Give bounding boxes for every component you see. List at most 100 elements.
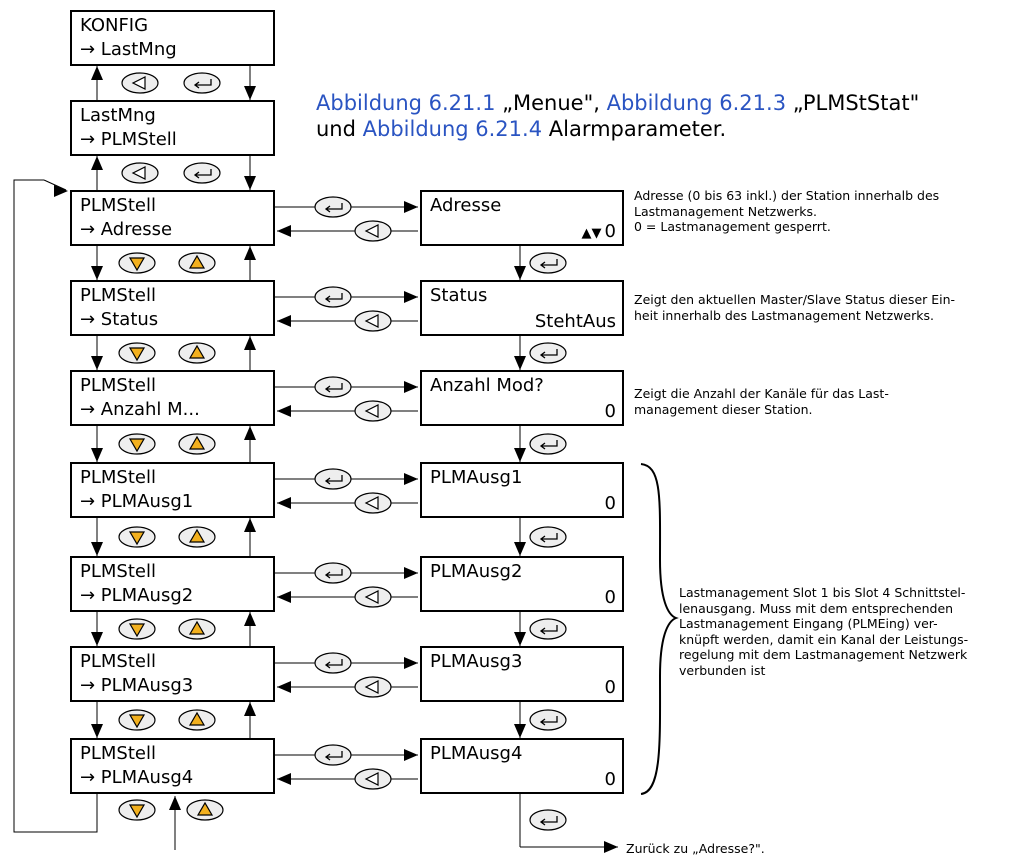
arrowhead-icon bbox=[404, 201, 418, 213]
box-title: PLMStell bbox=[80, 467, 156, 488]
figure-link-4[interactable]: Abbildung 6.21.4 bbox=[362, 117, 543, 141]
param-value: 0 bbox=[604, 587, 616, 608]
arrowhead-icon bbox=[244, 702, 256, 716]
down-key-icon bbox=[118, 342, 156, 364]
box-title: PLMStell bbox=[80, 195, 156, 216]
box-title: PLMStell bbox=[80, 285, 156, 306]
up-key-icon bbox=[178, 526, 216, 548]
arrowhead-icon bbox=[514, 542, 526, 556]
arrowhead-icon bbox=[91, 356, 103, 370]
enter-key-icon bbox=[314, 468, 352, 490]
note-anzahl: Zeigt die Anzahl der Kanäle für das Last… bbox=[634, 386, 889, 417]
arrowhead-icon bbox=[91, 542, 103, 556]
arrowhead-icon bbox=[91, 632, 103, 646]
connector-line bbox=[13, 179, 98, 833]
enter-key-icon bbox=[314, 744, 352, 766]
note-return: Zurück zu „Adresse?". bbox=[626, 841, 765, 856]
box-title: PLMStell bbox=[80, 561, 156, 582]
enter-key-icon bbox=[314, 286, 352, 308]
down-key-icon bbox=[118, 709, 156, 731]
arrowhead-icon bbox=[277, 591, 291, 603]
up-key-icon bbox=[186, 799, 224, 821]
menu-box-plmausg4: PLMStell → PLMAusg4 bbox=[70, 738, 275, 794]
back-key-icon bbox=[354, 676, 392, 698]
arrowhead-icon bbox=[244, 612, 256, 626]
up-key-icon bbox=[178, 342, 216, 364]
arrowhead-icon bbox=[91, 66, 103, 80]
back-key-icon bbox=[121, 72, 159, 94]
param-box-plmausg1: PLMAusg1 0 bbox=[420, 462, 624, 518]
arrowhead-icon bbox=[404, 749, 418, 761]
down-key-icon bbox=[118, 799, 156, 821]
enter-key-icon bbox=[183, 72, 221, 94]
param-box-plmausg3: PLMAusg3 0 bbox=[420, 646, 624, 702]
enter-key-icon bbox=[314, 376, 352, 398]
box-title: PLMStell bbox=[80, 651, 156, 672]
arrowhead-icon bbox=[277, 773, 291, 785]
arrowhead-icon bbox=[91, 724, 103, 738]
box-title: PLMStell bbox=[80, 743, 156, 764]
down-key-icon bbox=[118, 618, 156, 640]
back-key-icon bbox=[354, 310, 392, 332]
param-box-adresse: Adresse ▲▼0 bbox=[420, 190, 624, 246]
note-status: Zeigt den aktuellen Master/Slave Status … bbox=[634, 292, 956, 323]
up-key-icon bbox=[178, 709, 216, 731]
arrowhead-icon bbox=[244, 246, 256, 260]
param-value: ▲▼0 bbox=[581, 221, 616, 242]
param-title: Status bbox=[430, 285, 488, 306]
enter-key-icon bbox=[314, 652, 352, 674]
param-title: PLMAusg4 bbox=[430, 743, 523, 764]
param-title: PLMAusg3 bbox=[430, 651, 523, 672]
down-key-icon bbox=[118, 252, 156, 274]
group-brace bbox=[640, 463, 679, 795]
arrowhead-icon bbox=[277, 315, 291, 327]
arrowhead-icon bbox=[244, 426, 256, 440]
param-value: 0 bbox=[604, 677, 616, 698]
box-subtitle: → Status bbox=[80, 309, 159, 330]
param-title: PLMAusg2 bbox=[430, 561, 523, 582]
figure-link-3[interactable]: Abbildung 6.21.3 bbox=[606, 91, 787, 115]
back-key-icon bbox=[354, 586, 392, 608]
back-key-icon bbox=[354, 220, 392, 242]
param-value: 0 bbox=[604, 401, 616, 422]
arrowhead-icon bbox=[91, 266, 103, 280]
arrowhead-icon bbox=[514, 632, 526, 646]
box-subtitle: → PLMAusg2 bbox=[80, 585, 194, 606]
arrowhead-icon bbox=[514, 356, 526, 370]
arrowhead-icon bbox=[91, 156, 103, 170]
box-subtitle: → PLMStell bbox=[80, 129, 177, 150]
back-key-icon bbox=[354, 768, 392, 790]
back-key-icon bbox=[121, 162, 159, 184]
enter-key-icon bbox=[529, 709, 567, 731]
menu-box-anzahl: PLMStell → Anzahl M... bbox=[70, 370, 275, 426]
arrowhead-icon bbox=[169, 796, 181, 810]
arrowhead-icon bbox=[404, 473, 418, 485]
enter-key-icon bbox=[183, 162, 221, 184]
menu-box-adresse: PLMStell → Adresse bbox=[70, 190, 275, 246]
arrowhead-icon bbox=[404, 567, 418, 579]
param-title: Adresse bbox=[430, 195, 502, 216]
enter-key-icon bbox=[529, 342, 567, 364]
down-key-icon bbox=[118, 526, 156, 548]
note-slots: Lastmanagement Slot 1 bis Slot 4 Schnitt… bbox=[679, 585, 969, 678]
note-adresse: Adresse (0 bis 63 inkl.) der Station inn… bbox=[634, 188, 940, 234]
figure-link-1[interactable]: Abbildung 6.21.1 bbox=[316, 91, 496, 115]
box-title: LastMng bbox=[80, 105, 156, 126]
arrowhead-icon bbox=[54, 185, 68, 197]
box-subtitle: → Adresse bbox=[80, 219, 173, 240]
box-subtitle: → PLMAusg4 bbox=[80, 767, 194, 788]
back-key-icon bbox=[354, 492, 392, 514]
arrowhead-icon bbox=[514, 724, 526, 738]
arrowhead-icon bbox=[404, 381, 418, 393]
menu-box-status: PLMStell → Status bbox=[70, 280, 275, 336]
enter-key-icon bbox=[529, 618, 567, 640]
param-box-status: Status StehtAus bbox=[420, 280, 624, 336]
up-key-icon bbox=[178, 252, 216, 274]
box-subtitle: → PLMAusg3 bbox=[80, 675, 194, 696]
enter-key-icon bbox=[529, 252, 567, 274]
arrowhead-icon bbox=[514, 448, 526, 462]
connector-line bbox=[43, 179, 67, 191]
box-subtitle: → PLMAusg1 bbox=[80, 491, 194, 512]
up-key-icon bbox=[178, 618, 216, 640]
